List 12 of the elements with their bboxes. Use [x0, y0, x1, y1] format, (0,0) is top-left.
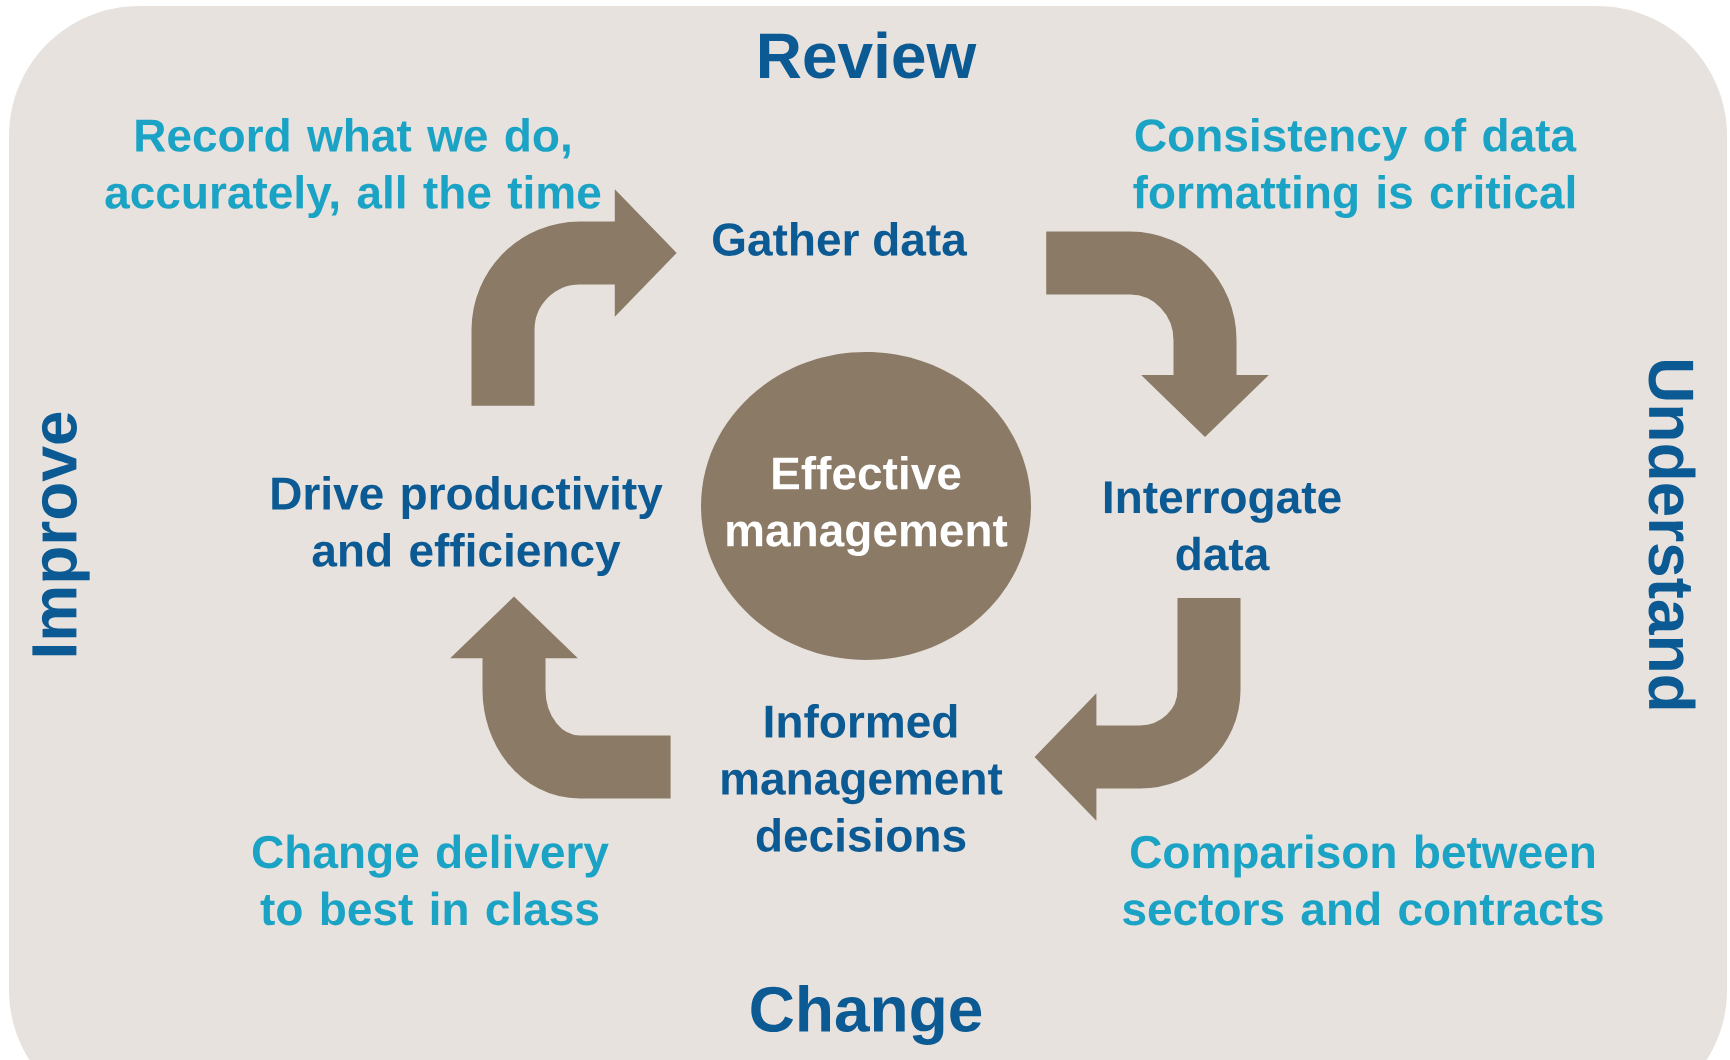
section-heading: Change [751, 985, 982, 1045]
note-text: Record what we do, accurately, all the time [105, 118, 601, 218]
step-label: Interrogate data [1104, 481, 1341, 571]
section-heading: Improve [32, 412, 90, 656]
step-label: Gather data [713, 222, 968, 256]
section-heading: Understand [1648, 361, 1696, 709]
note-text: Consistency of data formatting is critical [1133, 117, 1577, 219]
note-text: Comparison between sectors and contracts [1123, 834, 1603, 926]
step-label: Informed management decisions [722, 704, 1003, 852]
section-heading: Review [760, 31, 977, 79]
note-text: Change delivery to best in class [252, 834, 609, 926]
step-label: Drive productivity and efficiency [272, 476, 663, 576]
